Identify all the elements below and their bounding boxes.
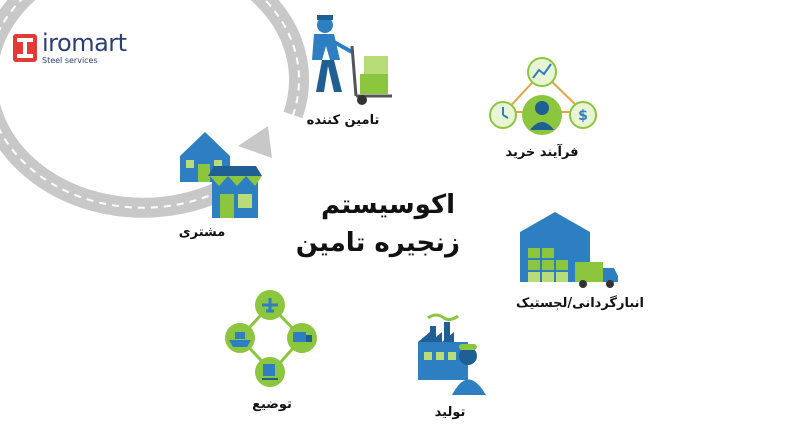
cycle-arrow-head [238, 126, 272, 158]
iromart-mark-icon [13, 34, 37, 62]
stage-label-distribution: توضیع [252, 397, 292, 412]
iromart-logo: iromart Steel services [12, 29, 127, 67]
stage-label-supplier: تامین کننده [306, 113, 380, 128]
factory-worker-icon [418, 313, 486, 395]
diagram-title-line1: اکوسیستم [321, 190, 455, 220]
diagram-title-line2: زنجیره تامین [295, 228, 460, 258]
customer-store-icon [180, 132, 262, 218]
stage-label-warehousing-logistics: انبارگردانی/لجستیک [516, 296, 644, 311]
logo-tagline: Steel services [42, 56, 98, 65]
distribution-transport-icon [225, 290, 317, 387]
logo-name: iromart [42, 29, 127, 57]
cycle-ring [0, 0, 310, 218]
warehouse-truck-icon [520, 212, 618, 288]
supplier-worker-with-cart-icon [312, 15, 392, 105]
stage-label-procurement: فرآیند خرید [505, 145, 579, 160]
stage-label-production: تولید [434, 405, 466, 420]
procurement-process-icon: $ [489, 57, 597, 135]
stage-label-customer: مشتری [178, 225, 226, 240]
svg-text:$: $ [578, 108, 588, 124]
